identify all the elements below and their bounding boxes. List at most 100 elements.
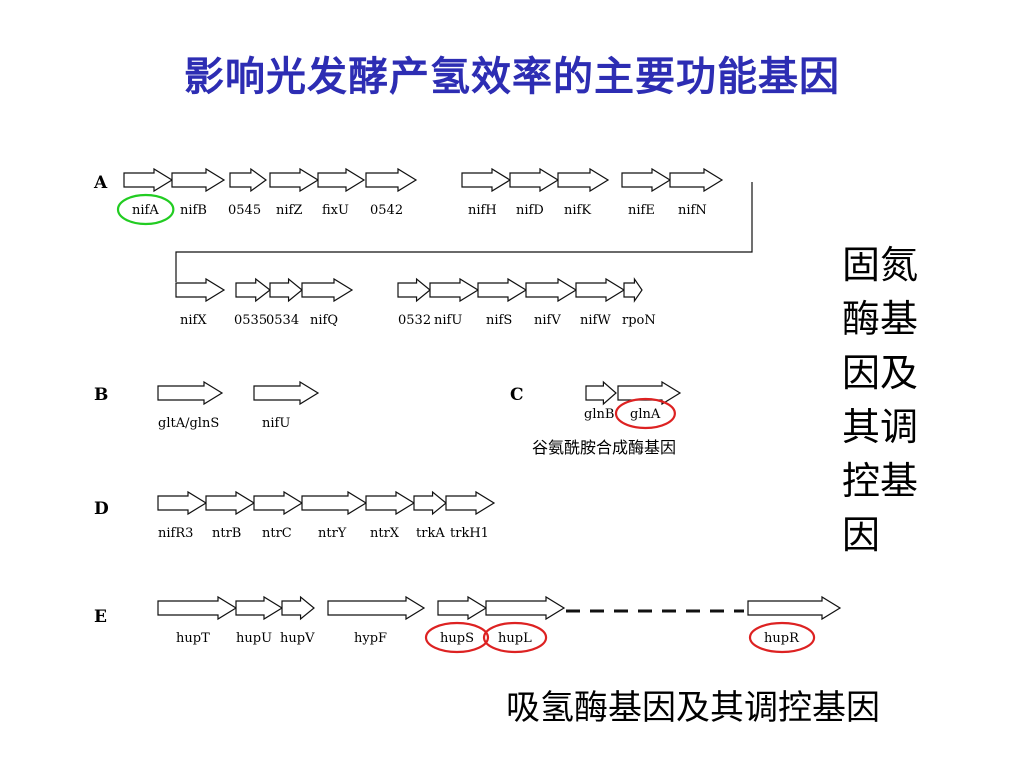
- gene-label-hups: hupS: [440, 631, 474, 646]
- gene-arrow: [365, 490, 416, 516]
- gene-label-hupv: hupV: [280, 631, 315, 646]
- gene-label-nifr3: nifR3: [158, 526, 193, 541]
- gene-label-nifu_a: nifU: [434, 313, 462, 328]
- gene-arrow: [585, 380, 617, 406]
- gene-arrow: [747, 595, 842, 621]
- gene-arrow: [413, 490, 447, 516]
- gene-label-nifd: nifD: [516, 203, 544, 218]
- gene-label-nifz: nifZ: [276, 203, 302, 218]
- gene-label-hypf: hypF: [354, 631, 387, 646]
- highlight-ring: [116, 193, 175, 226]
- gene-label-hupu: hupU: [236, 631, 272, 646]
- gene-arrow: [157, 595, 238, 621]
- gene-arrow: [317, 167, 366, 193]
- gene-arrow: [229, 167, 268, 193]
- gene-arrow: [327, 595, 426, 621]
- cluster-continuation-line: [175, 182, 753, 613]
- gene-label-nifb: nifB: [180, 203, 207, 218]
- gene-label-nife: nifE: [628, 203, 655, 218]
- gene-arrow: [123, 167, 174, 193]
- gene-label-nifs: nifS: [486, 313, 512, 328]
- gene-label-ntrx: ntrX: [370, 526, 400, 541]
- section-label-e: E: [94, 607, 107, 627]
- gene-arrow: [365, 167, 418, 193]
- gene-label-nifv: nifV: [534, 313, 561, 328]
- gene-arrow: [281, 595, 315, 621]
- gene-arrow: [485, 595, 566, 621]
- gene-label-nifw: nifW: [580, 313, 611, 328]
- gene-arrow: [445, 490, 496, 516]
- gene-arrow: [437, 595, 488, 621]
- highlight-ring: [614, 397, 676, 430]
- gene-arrow: [253, 490, 304, 516]
- side-label-line: 固氮: [842, 243, 919, 287]
- gene-label-g0535: 0535: [234, 313, 267, 328]
- gene-label-glta: gltA/glnS: [158, 416, 219, 431]
- bottom-label: 吸氢酶基因及其调控基因: [506, 688, 880, 728]
- gene-label-rpon: rpoN: [622, 313, 656, 328]
- gene-label-nifq: nifQ: [310, 313, 338, 328]
- gene-arrow: [171, 167, 226, 193]
- gene-label-glna: glnA: [630, 407, 661, 422]
- gene-arrow: [621, 167, 672, 193]
- gene-label-nifh: nifH: [468, 203, 497, 218]
- gene-label-hupr: hupR: [764, 631, 800, 646]
- gene-arrow: [623, 277, 643, 303]
- side-label-line: 因及: [842, 351, 919, 395]
- gene-arrow: [269, 167, 320, 193]
- gene-label-trka: trkA: [416, 526, 445, 541]
- side-label: 固氮 酶基 因及 其调 控基 因: [842, 238, 918, 562]
- gene-arrow: [253, 380, 320, 406]
- gene-arrow: [617, 380, 682, 406]
- highlight-ring: [748, 621, 816, 654]
- gene-label-g0545: 0545: [228, 203, 261, 218]
- gene-label-g0532: 0532: [398, 313, 431, 328]
- gene-arrow: [575, 277, 626, 303]
- gene-arrow: [669, 167, 724, 193]
- gene-label-hupl: hupL: [498, 631, 532, 646]
- side-label-line: 控基: [842, 459, 919, 503]
- gene-arrow: [429, 277, 480, 303]
- section-label-d: D: [94, 499, 109, 519]
- gene-label-ntry: ntrY: [318, 526, 347, 541]
- gene-label-ntrc: ntrC: [262, 526, 292, 541]
- section-label-c: C: [510, 385, 524, 405]
- gene-label-nifa: nifA: [132, 203, 159, 218]
- gene-label-nifn: nifN: [678, 203, 707, 218]
- side-label-line: 因: [842, 513, 881, 557]
- gene-arrow: [205, 490, 256, 516]
- section-label-a: A: [93, 173, 108, 193]
- row-wrap-connector: [175, 182, 753, 282]
- gene-label-nifx: nifX: [180, 313, 207, 328]
- gene-arrow: [301, 490, 368, 516]
- gene-arrow: [157, 380, 224, 406]
- gene-label-fixu: fixU: [322, 203, 349, 218]
- page-title: 影响光发酵产氢效率的主要功能基因: [184, 54, 840, 100]
- gene-arrow: [397, 277, 431, 303]
- gene-label-g0542: 0542: [370, 203, 403, 218]
- gene-label-nifu_b: nifU: [262, 416, 290, 431]
- gene-label-g0534: 0534: [266, 313, 299, 328]
- gene-label-hupt: hupT: [176, 631, 210, 646]
- gene-arrow: [269, 277, 303, 303]
- gene-label-nifk: nifK: [564, 203, 591, 218]
- gene-arrow: [235, 595, 284, 621]
- gene-label-ntrb: ntrB: [212, 526, 241, 541]
- highlight-ring: [482, 621, 548, 654]
- gene-arrow: [525, 277, 578, 303]
- side-label-line: 其调: [842, 405, 919, 449]
- gene-arrow: [477, 277, 528, 303]
- gene-arrow: [301, 277, 354, 303]
- gene-arrow: [509, 167, 560, 193]
- highlight-ring: [424, 621, 490, 654]
- section-caption: 谷氨酰胺合成酶基因: [532, 438, 676, 457]
- gene-arrow: [175, 277, 226, 303]
- gene-arrow: [557, 167, 610, 193]
- section-label-b: B: [94, 385, 108, 405]
- side-label-line: 酶基: [842, 297, 919, 341]
- gene-arrow: [235, 277, 271, 303]
- gene-arrow: [157, 490, 208, 516]
- gene-label-glnb: glnB: [584, 407, 614, 422]
- gene-label-trkh1: trkH1: [450, 526, 489, 541]
